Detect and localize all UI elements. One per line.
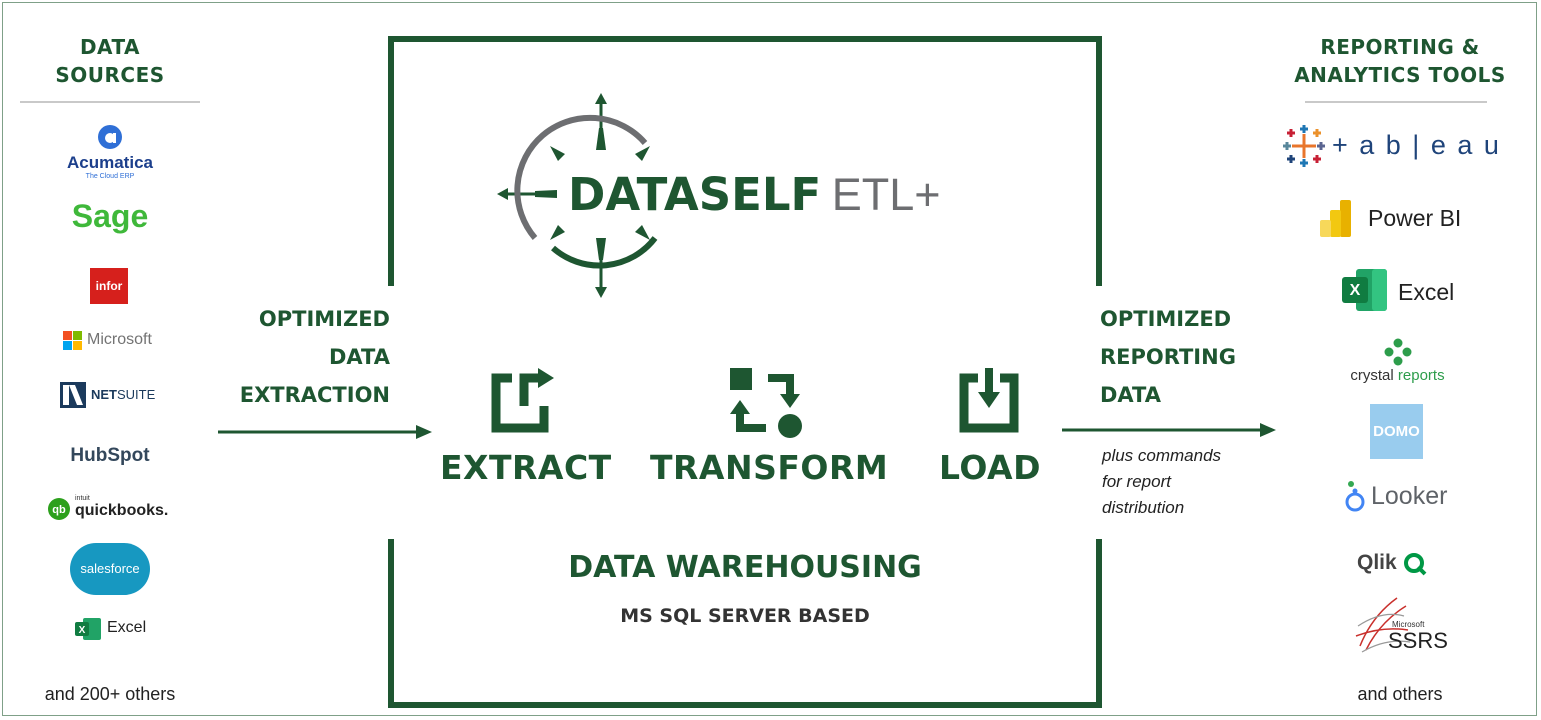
svg-text:X: X bbox=[79, 625, 86, 636]
excel-icon-right: X bbox=[1342, 269, 1387, 311]
load-label: LOAD bbox=[939, 448, 1041, 487]
dataself-etl-logo: DATASELF ETL+ bbox=[568, 168, 1008, 228]
tableau-logo: + a b | e a u bbox=[1282, 124, 1517, 168]
reporting-tools-title-line1: REPORTING & bbox=[1320, 35, 1480, 59]
transform-label: TRANSFORM bbox=[650, 448, 889, 487]
tableau-text: + a b | e a u bbox=[1332, 130, 1501, 160]
data-sources-title-line2: SOURCES bbox=[55, 63, 165, 87]
salesforce-logo: salesforce bbox=[70, 543, 150, 595]
extraction-label: OPTIMIZED DATA EXTRACTION bbox=[220, 300, 390, 414]
ssrs-logo: Microsoft SSRS bbox=[1352, 596, 1452, 656]
excel-text-right: Excel bbox=[1398, 279, 1455, 305]
warehousing-title: DATA WAREHOUSING bbox=[568, 550, 922, 585]
looker-text: Looker bbox=[1371, 482, 1448, 510]
ssrs-icon bbox=[1355, 597, 1411, 653]
reporting-label-line3: DATA bbox=[1100, 383, 1162, 407]
extract-icon bbox=[491, 368, 554, 433]
netsuite-logo: NETSUITE bbox=[60, 382, 170, 412]
infor-logo: infor bbox=[90, 268, 128, 304]
powerbi-logo: Power BI bbox=[1320, 200, 1480, 238]
excel-icon-left: X bbox=[75, 618, 101, 640]
powerbi-text: Power BI bbox=[1368, 205, 1462, 231]
microsoft-logo: Microsoft bbox=[63, 330, 163, 352]
netsuite-icon bbox=[60, 382, 86, 408]
brand-main-text: DATASELF bbox=[568, 168, 822, 221]
acumatica-icon bbox=[98, 125, 122, 149]
quickbooks-logo: qb intuit quickbooks. bbox=[47, 495, 177, 523]
ssrs-microsoft-text: Microsoft bbox=[1392, 620, 1425, 629]
reporting-note: plus commands for report distribution bbox=[1102, 443, 1272, 521]
transform-icon bbox=[730, 368, 802, 438]
quickbooks-text: quickbooks. bbox=[75, 502, 169, 519]
data-sources-title: DATA SOURCES bbox=[20, 33, 200, 89]
microsoft-icon bbox=[63, 331, 82, 350]
ssrs-text: SSRS bbox=[1388, 628, 1448, 653]
data-sources-others: and 200+ others bbox=[44, 684, 176, 704]
reporting-label-line1: OPTIMIZED bbox=[1100, 307, 1232, 331]
tableau-icon bbox=[1283, 125, 1325, 167]
domo-logo: DOMO bbox=[1370, 404, 1423, 459]
excel-logo-left: X Excel bbox=[75, 616, 165, 642]
reporting-tools-title: REPORTING & ANALYTICS TOOLS bbox=[1280, 33, 1520, 89]
extraction-arrow bbox=[218, 425, 432, 439]
qlik-logo: Qlik bbox=[1357, 550, 1447, 578]
data-sources-divider bbox=[20, 101, 200, 103]
looker-logo: Looker bbox=[1343, 478, 1483, 516]
quickbooks-icon: qb bbox=[48, 498, 70, 520]
acumatica-subtext: The Cloud ERP bbox=[85, 173, 135, 180]
netsuite-text-bold: NET bbox=[91, 387, 117, 402]
hubspot-logo: HubSpot bbox=[70, 445, 150, 466]
crystal-reports-icon bbox=[1384, 338, 1411, 366]
powerbi-icon bbox=[1320, 200, 1351, 237]
extraction-label-line2: DATA bbox=[328, 345, 390, 369]
svg-text:X: X bbox=[1350, 282, 1361, 299]
reporting-tools-others: and others bbox=[1357, 684, 1443, 704]
compass-icon bbox=[497, 93, 658, 298]
extract-label: EXTRACT bbox=[440, 448, 612, 487]
load-icon bbox=[959, 368, 1019, 433]
brand-suffix-text: ETL+ bbox=[831, 169, 941, 220]
microsoft-text: Microsoft bbox=[87, 331, 152, 348]
reporting-note-line2: for report bbox=[1102, 472, 1171, 491]
reporting-tools-divider bbox=[1305, 101, 1487, 103]
reporting-label: OPTIMIZED REPORTING DATA bbox=[1100, 300, 1270, 414]
qlik-icon bbox=[1404, 553, 1427, 576]
extraction-label-line3: EXTRACTION bbox=[239, 383, 390, 407]
acumatica-text: Acumatica bbox=[67, 153, 153, 172]
sage-logo: Sage bbox=[71, 198, 149, 234]
quickbooks-intuit: intuit bbox=[75, 495, 90, 502]
extraction-label-line1: OPTIMIZED bbox=[258, 307, 390, 331]
warehousing-subtitle: MS SQL SERVER BASED bbox=[620, 605, 870, 627]
crystal-reports-logo: crystal reports bbox=[1335, 338, 1460, 393]
excel-text-left: Excel bbox=[107, 619, 147, 636]
acumatica-logo: Acumatica The Cloud ERP bbox=[60, 124, 160, 180]
crystal-reports-text-a: crystal bbox=[1350, 367, 1394, 384]
reporting-note-line3: distribution bbox=[1102, 498, 1185, 517]
svg-text:qb: qb bbox=[52, 504, 66, 516]
looker-icon bbox=[1345, 481, 1365, 512]
netsuite-text-rest: SUITE bbox=[117, 387, 156, 402]
crystal-reports-text-b: reports bbox=[1397, 367, 1445, 384]
excel-logo-right: X Excel bbox=[1342, 268, 1462, 314]
reporting-arrow bbox=[1062, 423, 1276, 437]
crystal-reports-text: crystal reports bbox=[1335, 367, 1460, 384]
qlik-text: Qlik bbox=[1357, 551, 1397, 574]
reporting-note-line1: plus commands bbox=[1102, 446, 1222, 465]
reporting-label-line2: REPORTING bbox=[1100, 345, 1236, 369]
data-sources-title-line1: DATA bbox=[79, 35, 141, 59]
netsuite-text: NETSUITE bbox=[91, 387, 155, 402]
center-frame bbox=[388, 36, 1102, 708]
reporting-tools-title-line2: ANALYTICS TOOLS bbox=[1294, 63, 1506, 87]
